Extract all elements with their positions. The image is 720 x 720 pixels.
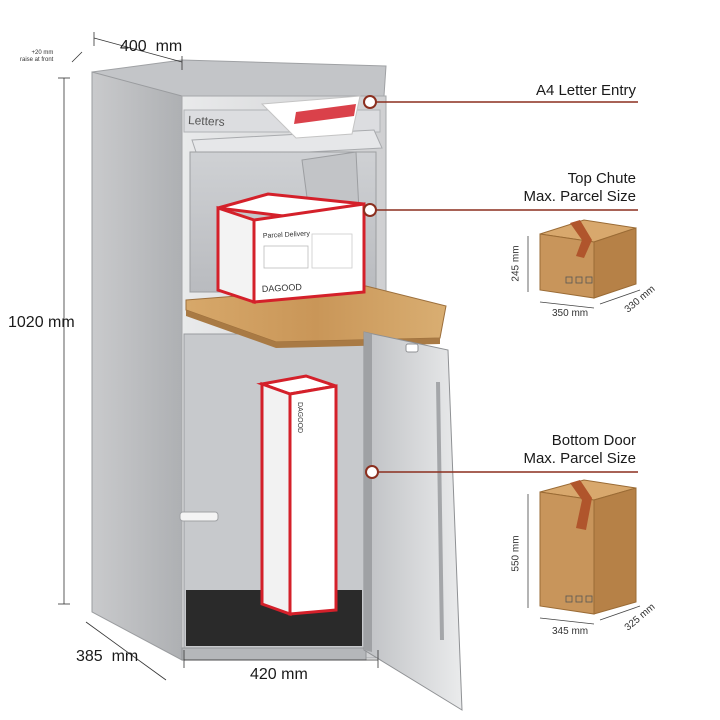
mailbox-cabinet — [91, 59, 387, 661]
height-dimension: 1020 mm — [8, 314, 75, 331]
depth-dimension: 385 mm — [76, 648, 139, 665]
letter-entry-marker — [363, 95, 377, 109]
bottom-door — [363, 331, 463, 711]
letter-entry-label: A4 Letter Entry — [535, 82, 636, 99]
dimension-lines — [58, 32, 379, 681]
bottom-box-width: 345 mm — [552, 626, 589, 637]
raise-note-line-2: raise at front — [20, 57, 54, 63]
top-box-height: 245 mm — [510, 245, 522, 282]
tall-parcel — [256, 374, 338, 617]
width-dim-line — [93, 37, 183, 63]
shelf-edge — [186, 310, 440, 348]
cabinet-base — [181, 647, 367, 661]
bottom-box-height: 550 mm — [510, 535, 522, 572]
top-box-width: 350 mm — [552, 308, 589, 319]
base-width-dimension: 420 mm — [250, 666, 308, 683]
top-chute-marker — [363, 203, 377, 217]
parcel-brand-label: DAGOOD — [262, 282, 303, 294]
bottom-door-callout: Bottom Door Max. Parcel Size — [523, 432, 636, 468]
bottom-door-marker — [365, 465, 379, 479]
tall-parcel-brand: DAGOOD — [296, 402, 303, 433]
raise-note: +20 mm raise at front — [20, 50, 53, 64]
bottom-door-subtitle: Max. Parcel Size — [523, 450, 636, 467]
width-dimension: 400 mm — [120, 38, 183, 55]
letter-entry-callout: A4 Letter Entry — [536, 82, 636, 100]
top-parcel-size-box — [527, 219, 641, 309]
bottom-door-title: Bottom Door — [551, 432, 636, 449]
depth-dim-line — [85, 621, 167, 681]
a4-letter — [260, 95, 361, 139]
callout-leaders — [363, 95, 638, 479]
bottom-parcel-size-box — [527, 479, 641, 625]
top-chute-subtitle: Max. Parcel Size — [523, 188, 636, 205]
cabinet-side-panel — [91, 71, 183, 661]
top-chute-callout: Top Chute Max. Parcel Size — [523, 170, 636, 206]
slot-label: Letters — [187, 113, 226, 129]
inner-handle — [179, 511, 219, 522]
parcel-delivery-label: Parcel Delivery — [263, 231, 311, 240]
top-chute-title: Top Chute — [567, 170, 636, 187]
top-parcel — [216, 192, 366, 305]
raise-note-line-1: +20 mm — [31, 50, 54, 56]
